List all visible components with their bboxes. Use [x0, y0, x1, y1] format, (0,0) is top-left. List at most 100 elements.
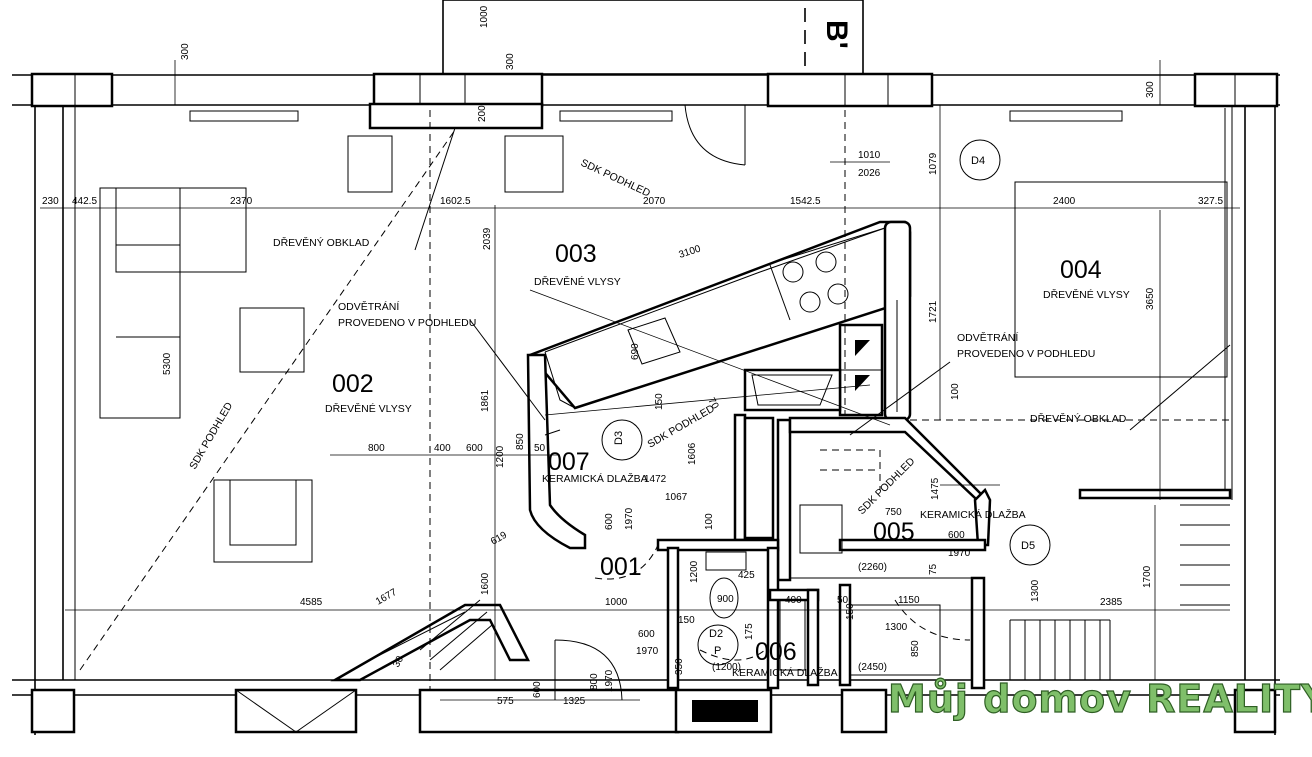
tag-d5: D5	[1021, 540, 1035, 552]
dim-750: 750	[885, 507, 902, 518]
dim-690: 690	[630, 343, 641, 360]
watermark: Můj domov REALITY	[888, 677, 1312, 721]
dim-1677: 1677	[374, 587, 399, 608]
dim-1970-a: 1970	[624, 507, 635, 530]
tag-p: P	[714, 645, 721, 657]
doors	[554, 104, 971, 701]
note-sdk-ceiling-1: SDK PODHLED	[187, 400, 235, 472]
tag-d4: D4	[971, 155, 985, 167]
room-007-floor: KERAMICKÁ DLAŽBA	[542, 472, 648, 485]
note-ventilation-1a: ODVĚTRÁNÍ	[338, 300, 399, 313]
dim-75: 75	[928, 563, 939, 575]
dim-350: 350	[674, 658, 685, 675]
dim-230: 230	[42, 196, 59, 207]
room-005-floor: KERAMICKÁ DLAŽBA	[920, 508, 1026, 521]
dim-1606: 1606	[687, 442, 698, 465]
dim-800: 800	[368, 443, 385, 454]
dim-400-b: 400	[785, 595, 802, 606]
dim-619: 619	[489, 530, 509, 548]
dim-2385: 2385	[1100, 597, 1123, 608]
dim-1475: 1475	[930, 477, 941, 500]
dim-425: 425	[738, 570, 755, 581]
dim-1000-top: 1000	[479, 5, 490, 28]
dim-300-c: 300	[1145, 81, 1156, 98]
dimension-lines	[40, 60, 1240, 701]
tag-d2: D2	[709, 628, 723, 640]
dim-100-b: 100	[950, 383, 961, 400]
dim-1700: 1700	[1142, 565, 1153, 588]
dim-1472: 1472	[644, 474, 667, 485]
tag-d3: D3	[613, 431, 625, 445]
dim-1200: 1200	[495, 445, 506, 468]
dim-300-b: 300	[505, 53, 516, 70]
dim-150-b: 150	[678, 615, 695, 626]
dim-600-c: 600	[948, 530, 965, 541]
dim-600: 600	[466, 443, 483, 454]
dim-850: 850	[515, 433, 526, 450]
dim-2039: 2039	[482, 227, 493, 250]
dim-1300-b: 1300	[1030, 579, 1041, 602]
dim-575: 575	[497, 696, 514, 707]
dim-1150: 1150	[898, 595, 920, 606]
dim-1200-b: 1200	[689, 560, 700, 583]
dashed-lines	[79, 110, 1230, 690]
dim-2070: 2070	[643, 196, 666, 207]
leader-lines	[414, 127, 1231, 436]
dim-2450: (2450)	[858, 662, 887, 673]
room-002-number: 002	[332, 370, 374, 398]
dim-600-d: 600	[638, 629, 655, 640]
dim-1600: 1600	[480, 572, 491, 595]
dim-3650: 3650	[1145, 287, 1156, 310]
dim-600-e: 600	[532, 681, 543, 698]
dim-150-c: 150	[845, 603, 856, 620]
dim-1602-5: 1602.5	[440, 196, 471, 207]
dim-1200-paren: (1200)	[712, 662, 741, 673]
dim-2260: (2260)	[858, 562, 887, 573]
dim-600-b: 600	[604, 513, 615, 530]
room-002-floor: DŘEVĚNÉ VLYSY	[325, 402, 412, 415]
dim-1721: 1721	[928, 300, 939, 323]
dim-1325: 1325	[563, 696, 586, 707]
dim-1300-a: 1300	[885, 622, 908, 633]
room-005-number: 005	[873, 518, 915, 546]
note-ventilation-2b: PROVEDENO V PODHLEDU	[957, 348, 1095, 360]
dim-5300: 5300	[162, 352, 173, 375]
dim-1970-c: 1970	[636, 646, 659, 657]
dim-300-a: 300	[180, 43, 191, 60]
dim-2026: 2026	[858, 168, 881, 179]
dim-442-5: 442.5	[72, 196, 97, 207]
dim-2370: 2370	[230, 196, 253, 207]
dim-1010: 1010	[858, 150, 881, 161]
dim-1079: 1079	[928, 152, 939, 175]
dim-50-b: 50	[837, 595, 849, 606]
note-ventilation-2a: ODVĚTRÁNÍ	[957, 331, 1018, 344]
room-001-number: 001	[600, 553, 642, 581]
dim-175: 175	[744, 623, 755, 640]
note-sdk-ceiling-2: SDK PODHLED	[579, 157, 653, 200]
note-wood-cladding-2: DŘEVĚNÝ OBKLAD	[1030, 412, 1127, 425]
door-tags	[601, 139, 1051, 666]
dim-150: 150	[654, 393, 665, 410]
outer-walls	[12, 0, 1280, 735]
dim-400: 400	[434, 443, 451, 454]
dim-2400: 2400	[1053, 196, 1076, 207]
dim-70: 70	[705, 396, 720, 412]
dim-200: 200	[477, 105, 488, 122]
dim-50: 50	[534, 443, 546, 454]
room-003-floor: DŘEVĚNÉ VLYSY	[534, 275, 621, 288]
dim-327-5: 327.5	[1198, 196, 1223, 207]
note-ventilation-1b: PROVEDENO V PODHLEDU	[338, 317, 476, 329]
note-wood-cladding-1: DŘEVĚNÝ OBKLAD	[273, 236, 370, 249]
dim-1000-b: 1000	[605, 597, 628, 608]
dim-1542-5: 1542.5	[790, 196, 821, 207]
interior-walls	[330, 220, 1232, 690]
room-004-number: 004	[1060, 256, 1102, 284]
dim-1067: 1067	[665, 492, 688, 503]
dim-30: 30	[391, 654, 406, 670]
room-006-number: 006	[755, 638, 797, 666]
room-003-number: 003	[555, 240, 597, 268]
dim-900: 900	[717, 594, 734, 605]
dim-850-b: 850	[910, 640, 921, 657]
section-mark: B'	[820, 20, 853, 49]
